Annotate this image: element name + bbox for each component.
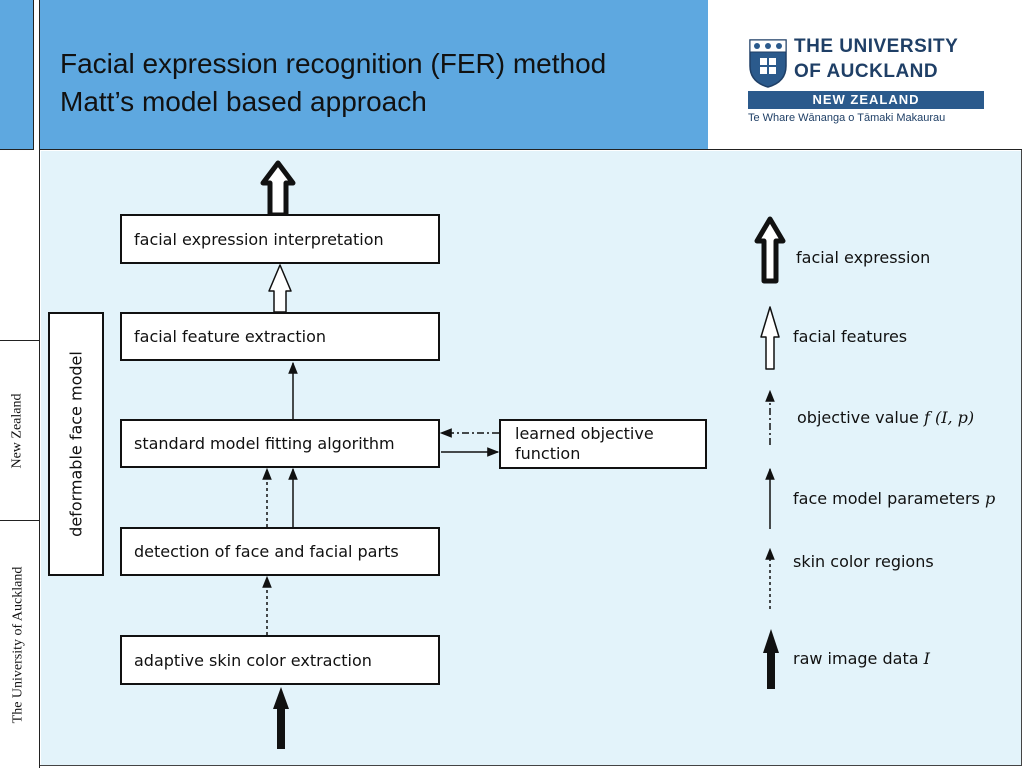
sidebar-divider [0, 520, 40, 521]
slide-subtitle: Matt’s model based approach [60, 86, 427, 117]
logo-line2: OF AUCKLAND [794, 61, 939, 82]
legend-expression-icon [754, 216, 786, 284]
logo-maori-name: Te Whare Wānanga o Tāmaki Makaurau [748, 112, 946, 124]
legend-raw-image-label: raw image data I [793, 649, 930, 668]
legend-features-label: facial features [793, 327, 908, 346]
university-logo: THE UNIVERSITY OF AUCKLAND NEW ZEALAND T… [708, 0, 1022, 150]
box-model-fitting: standard model fitting algorithm [120, 419, 440, 468]
legend-skin-label: skin color regions [793, 552, 934, 571]
sidebar-label-bottom: The University of Auckland [10, 566, 25, 724]
header-band: Facial expression recognition (FER) meth… [40, 0, 708, 150]
legend-objective-label: objective value f (I, p) [797, 408, 975, 427]
box-face-detection: detection of face and facial parts [120, 527, 440, 576]
box-skin-color-extraction: adaptive skin color extraction [120, 635, 440, 685]
legend-expression-label: facial expression [796, 248, 931, 267]
raw-image-input-arrow [273, 687, 289, 749]
box-feature-extraction: facial feature extraction [120, 312, 440, 361]
diagram-area: deformable face model facial expression … [41, 151, 1021, 765]
slide-title: Facial expression recognition (FER) meth… [60, 48, 607, 79]
box-expression-interpretation: facial expression interpretation [120, 214, 440, 264]
legend-features-icon [760, 306, 780, 370]
logo-country-bar: NEW ZEALAND [748, 91, 984, 109]
diagram-connectors [260, 160, 786, 749]
output-expression-arrow [260, 160, 296, 218]
features-arrow [268, 264, 292, 313]
crest-icon [749, 39, 787, 88]
legend-raw-image-icon [763, 629, 779, 689]
sidebar-top-block [0, 0, 34, 150]
legend-parameters-label: face model parameters p [793, 489, 996, 508]
sidebar-divider [0, 340, 40, 341]
deformable-face-model-box: deformable face model [48, 312, 104, 576]
logo-line1: THE UNIVERSITY [794, 36, 959, 57]
box-learned-objective-function: learned objective function [499, 419, 707, 469]
sidebar-label-top: New Zealand [10, 393, 25, 469]
left-sidebar: New Zealand The University of Auckland [0, 0, 40, 768]
